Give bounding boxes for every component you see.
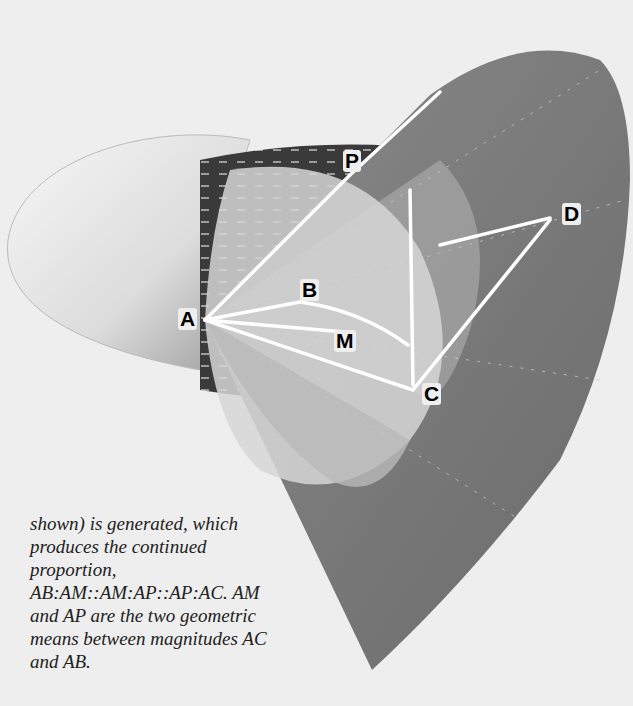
semicircle-shade — [205, 320, 410, 487]
caption: shown) is generated, which produces the … — [30, 512, 270, 673]
point-label: M — [334, 330, 356, 352]
point-label: C — [422, 383, 441, 405]
point-label: A — [178, 308, 197, 330]
construction-lines — [205, 92, 550, 390]
point-label: B — [300, 279, 319, 301]
cone-rulings — [205, 70, 625, 520]
point-label: D — [562, 203, 581, 225]
cone — [205, 51, 630, 670]
point-label: P — [343, 150, 361, 172]
